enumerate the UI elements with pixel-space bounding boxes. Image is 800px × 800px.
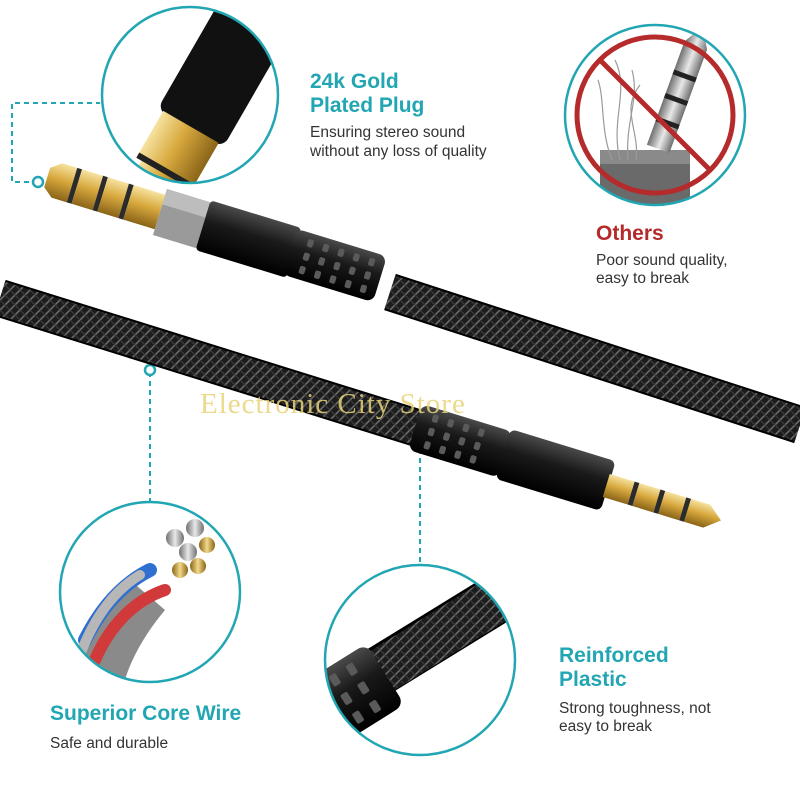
reinforced-plastic-closeup	[323, 563, 517, 757]
callout-dot	[143, 363, 157, 377]
others-closeup	[563, 23, 747, 207]
store-watermark: Electronic City Store	[200, 388, 466, 420]
upper-cable	[44, 163, 800, 444]
reinforced-title-line1: Reinforced	[559, 644, 669, 667]
lower-cable	[0, 279, 722, 528]
core-wire-desc: Safe and durable	[50, 735, 169, 752]
others-title: Others	[596, 222, 664, 245]
prohibited-icon	[574, 34, 736, 196]
gold-plug-title-line2: Plated Plug	[310, 94, 425, 117]
core-wire-closeup	[58, 500, 242, 684]
gold-plug-desc-line1: Ensuring stereo sound	[310, 124, 466, 141]
callout-dot	[31, 175, 45, 189]
gold-plug-desc-line2: without any loss of quality	[310, 143, 487, 160]
gold-plug-title-line1: 24k Gold	[310, 70, 399, 93]
core-wire-title: Superior Core Wire	[50, 702, 242, 725]
others-desc-line2: easy to break	[596, 270, 690, 287]
reinforced-desc-line1: Strong toughness, not	[559, 700, 711, 717]
others-desc-line1: Poor sound quality,	[596, 252, 728, 269]
connector-lines	[11, 102, 421, 565]
reinforced-title-line2: Plastic	[559, 668, 627, 691]
reinforced-desc-line2: easy to break	[559, 718, 653, 735]
